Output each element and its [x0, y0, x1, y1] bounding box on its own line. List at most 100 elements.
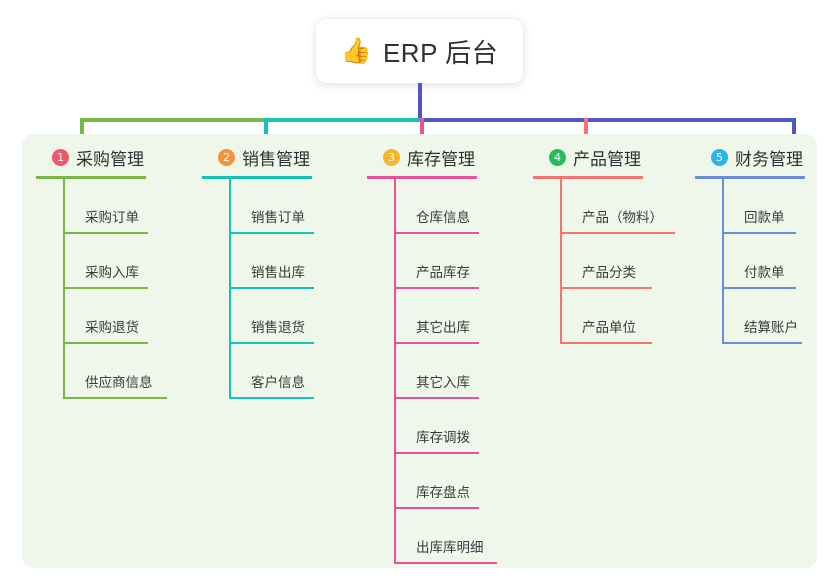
branch-column-5: 5 财务管理回款单付款单结算账户 — [695, 144, 817, 344]
branch-spine — [560, 179, 562, 344]
branch-spine — [229, 179, 231, 399]
branch-item[interactable]: 销售退货 — [229, 289, 352, 344]
branch-item-label: 库存盘点 — [416, 485, 470, 500]
branch-item-rule — [63, 232, 148, 234]
branch-item-rule — [722, 342, 802, 344]
branch-item-rule — [394, 232, 479, 234]
branch-item-label: 结算账户 — [744, 320, 798, 335]
branch-item-label: 采购入库 — [85, 265, 139, 280]
root-node[interactable]: 👍 ERP 后台 — [316, 19, 523, 83]
branch-item-label: 产品分类 — [582, 265, 636, 280]
branch-item-rule — [229, 397, 314, 399]
branch-item-rule — [229, 342, 314, 344]
branch-item-label: 产品库存 — [416, 265, 470, 280]
branch-item-rule — [560, 342, 652, 344]
branch-header-5[interactable]: 5 财务管理 — [695, 144, 817, 170]
branch-number-badge: 5 — [711, 148, 728, 166]
branch-title: 采购管理 — [76, 149, 144, 169]
branch-item-label: 采购退货 — [85, 320, 139, 335]
branch-header-rule — [695, 176, 805, 179]
branch-item[interactable]: 仓库信息 — [394, 179, 517, 234]
branch-column-3: 3 库存管理仓库信息产品库存其它出库其它入库库存调拨库存盘点出库库明细 — [367, 144, 517, 564]
branch-item-rule — [722, 232, 796, 234]
branch-number-badge: 4 — [549, 148, 566, 166]
branch-item[interactable]: 库存盘点 — [394, 454, 517, 509]
branch-item[interactable]: 产品库存 — [394, 234, 517, 289]
branch-item-label: 供应商信息 — [85, 375, 153, 390]
bus-segment-2 — [266, 118, 424, 122]
branch-items-2: 销售订单销售出库销售退货客户信息 — [229, 179, 352, 399]
branch-header-4[interactable]: 4 产品管理 — [533, 144, 683, 170]
branch-header-rule — [367, 176, 477, 179]
branch-item[interactable]: 付款单 — [722, 234, 817, 289]
branch-item-label: 回款单 — [744, 210, 785, 225]
branch-item-label: 销售退货 — [251, 320, 305, 335]
branch-item[interactable]: 结算账户 — [722, 289, 817, 344]
branch-header-rule — [36, 176, 146, 179]
branch-item[interactable]: 客户信息 — [229, 344, 352, 399]
branch-number-badge: 1 — [52, 148, 69, 166]
branch-item-rule — [722, 287, 796, 289]
branch-item[interactable]: 采购订单 — [63, 179, 186, 234]
branch-item[interactable]: 采购退货 — [63, 289, 186, 344]
branch-item[interactable]: 产品单位 — [560, 289, 683, 344]
branch-item[interactable]: 产品（物料） — [560, 179, 683, 234]
branch-title: 财务管理 — [735, 149, 803, 169]
branch-header-3[interactable]: 3 库存管理 — [367, 144, 517, 170]
branch-item-label: 库存调拨 — [416, 430, 470, 445]
branch-item-label: 采购订单 — [85, 210, 139, 225]
branch-items-1: 采购订单采购入库采购退货供应商信息 — [63, 179, 186, 399]
branch-spine — [394, 179, 396, 564]
branch-title: 产品管理 — [573, 149, 641, 169]
branch-item[interactable]: 销售出库 — [229, 234, 352, 289]
branch-number-badge: 3 — [383, 148, 400, 166]
branch-item[interactable]: 采购入库 — [63, 234, 186, 289]
branch-item-rule — [560, 232, 675, 234]
branch-item-label: 付款单 — [744, 265, 785, 280]
branch-item-label: 仓库信息 — [416, 210, 470, 225]
branch-item-rule — [394, 507, 479, 509]
branch-item-label: 销售订单 — [251, 210, 305, 225]
branch-item-rule — [394, 562, 497, 564]
branch-spine — [63, 179, 65, 399]
branch-items-5: 回款单付款单结算账户 — [722, 179, 817, 344]
trunk-connector — [418, 83, 422, 121]
branch-item-rule — [394, 287, 479, 289]
branches-panel — [22, 134, 817, 568]
branch-item[interactable]: 出库库明细 — [394, 509, 517, 564]
branch-item[interactable]: 销售订单 — [229, 179, 352, 234]
branch-item-label: 销售出库 — [251, 265, 305, 280]
branch-item-label: 其它出库 — [416, 320, 470, 335]
branch-item[interactable]: 回款单 — [722, 179, 817, 234]
branch-header-1[interactable]: 1 采购管理 — [36, 144, 186, 170]
branch-item-rule — [63, 342, 148, 344]
branch-item[interactable]: 其它出库 — [394, 289, 517, 344]
branch-spine — [722, 179, 724, 344]
branch-item-rule — [394, 397, 479, 399]
bus-segment-3 — [420, 118, 796, 122]
branch-item-label: 产品（物料） — [582, 210, 663, 225]
branch-item-rule — [63, 397, 167, 399]
branch-item-rule — [63, 287, 148, 289]
branch-items-3: 仓库信息产品库存其它出库其它入库库存调拨库存盘点出库库明细 — [394, 179, 517, 564]
branch-item-label: 客户信息 — [251, 375, 305, 390]
branch-header-rule — [533, 176, 643, 179]
bus-segment-1 — [80, 118, 266, 122]
branch-item[interactable]: 产品分类 — [560, 234, 683, 289]
branch-header-rule — [202, 176, 312, 179]
branch-item[interactable]: 库存调拨 — [394, 399, 517, 454]
branch-number-badge: 2 — [218, 148, 235, 166]
branch-item-rule — [229, 287, 314, 289]
branch-items-4: 产品（物料） 产品分类产品单位 — [560, 179, 683, 344]
branch-column-1: 1 采购管理采购订单采购入库采购退货供应商信息 — [36, 144, 186, 399]
branch-item[interactable]: 供应商信息 — [63, 344, 186, 399]
thumbs-up-icon: 👍 — [340, 36, 372, 65]
branch-item-rule — [394, 342, 479, 344]
branch-item-label: 出库库明细 — [416, 540, 484, 555]
root-title: ERP 后台 — [382, 37, 499, 68]
branch-item-label: 产品单位 — [582, 320, 636, 335]
branch-title: 库存管理 — [407, 149, 475, 169]
branch-item[interactable]: 其它入库 — [394, 344, 517, 399]
